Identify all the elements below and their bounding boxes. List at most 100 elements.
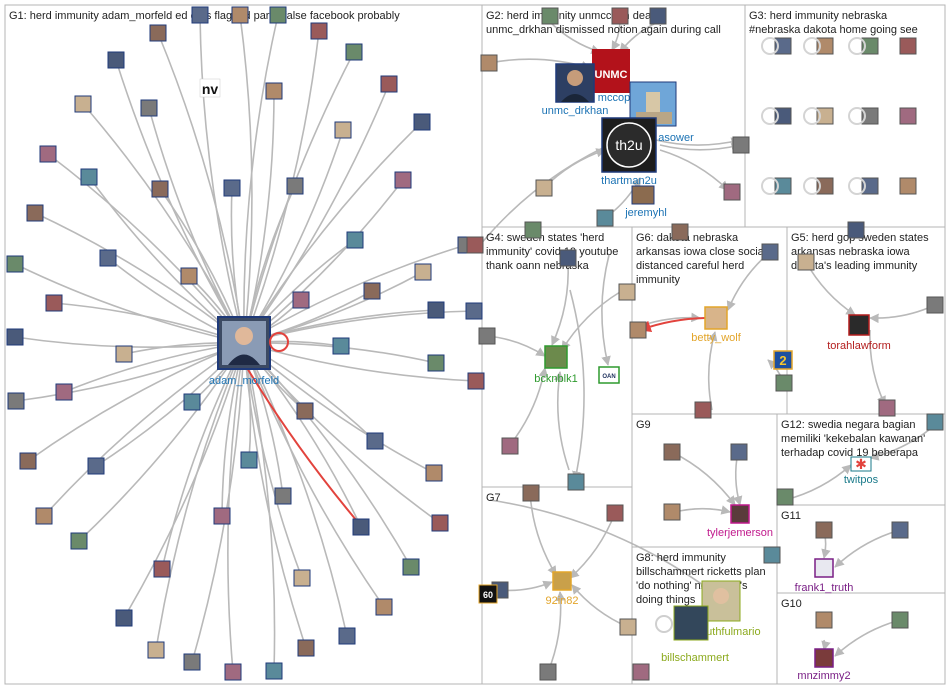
node-oan-badge[interactable]: OAN	[598, 366, 620, 384]
avatar-node[interactable]	[332, 337, 350, 355]
avatar-node[interactable]	[535, 179, 553, 197]
avatar-node[interactable]	[427, 301, 445, 319]
avatar-node[interactable]	[265, 82, 283, 100]
avatar-node[interactable]	[240, 451, 258, 469]
avatar-node[interactable]	[815, 521, 833, 539]
avatar-node[interactable]	[140, 99, 158, 117]
avatar-node[interactable]	[776, 488, 794, 506]
avatar-node[interactable]	[899, 107, 917, 125]
avatar-node[interactable]	[183, 653, 201, 671]
avatar-node[interactable]	[274, 487, 292, 505]
node-frank1-truth[interactable]	[814, 558, 834, 578]
avatar-node[interactable]	[559, 249, 577, 267]
avatar-node[interactable]	[629, 321, 647, 339]
avatar-node[interactable]	[618, 283, 636, 301]
avatar-node[interactable]	[224, 663, 242, 681]
avatar-node[interactable]	[147, 641, 165, 659]
avatar-node[interactable]	[774, 107, 792, 125]
avatar-node[interactable]	[183, 393, 201, 411]
avatar-node[interactable]	[345, 43, 363, 61]
avatar-node[interactable]	[501, 437, 519, 455]
avatar-node[interactable]	[663, 443, 681, 461]
avatar-node[interactable]	[107, 51, 125, 69]
avatar-node[interactable]	[394, 171, 412, 189]
avatar-node[interactable]	[606, 504, 624, 522]
node-adam-morfeld[interactable]	[217, 316, 289, 370]
node-billschammert[interactable]	[655, 605, 709, 641]
avatar-node[interactable]	[465, 302, 483, 320]
avatar-node[interactable]	[99, 249, 117, 267]
avatar-node[interactable]	[269, 6, 287, 24]
avatar-node[interactable]	[292, 291, 310, 309]
avatar-node[interactable]	[480, 54, 498, 72]
avatar-node[interactable]	[180, 267, 198, 285]
avatar-node[interactable]	[352, 518, 370, 536]
node-nv-logo[interactable]: nv	[199, 78, 221, 98]
avatar-node[interactable]	[55, 383, 73, 401]
avatar-node[interactable]	[730, 443, 748, 461]
avatar-node[interactable]	[761, 243, 779, 261]
avatar-node[interactable]	[375, 598, 393, 616]
avatar-node[interactable]	[861, 177, 879, 195]
avatar-node[interactable]	[847, 221, 865, 239]
avatar-node[interactable]	[816, 107, 834, 125]
avatar-node[interactable]	[861, 107, 879, 125]
avatar-node[interactable]	[891, 611, 909, 629]
avatar-node[interactable]	[6, 328, 24, 346]
node-unmc-logo[interactable]: UNMC	[592, 49, 630, 93]
avatar-node[interactable]	[467, 372, 485, 390]
avatar-node[interactable]	[286, 177, 304, 195]
avatar-node[interactable]	[899, 37, 917, 55]
avatar-node[interactable]	[815, 611, 833, 629]
avatar-node[interactable]	[6, 255, 24, 273]
avatar-node[interactable]	[425, 464, 443, 482]
avatar-node[interactable]	[265, 662, 283, 680]
node-thartman2u[interactable]: th2u	[601, 117, 657, 173]
avatar-node[interactable]	[774, 37, 792, 55]
avatar-node[interactable]	[694, 401, 712, 419]
avatar-node[interactable]	[861, 37, 879, 55]
avatar-node[interactable]	[74, 95, 92, 113]
node-jeremyhl[interactable]	[631, 185, 655, 205]
node-twitpos[interactable]: ✱	[850, 456, 872, 473]
avatar-node[interactable]	[466, 236, 484, 254]
avatar-node[interactable]	[891, 521, 909, 539]
avatar-node[interactable]	[26, 204, 44, 222]
avatar-node[interactable]	[763, 546, 781, 564]
avatar-node[interactable]	[151, 180, 169, 198]
avatar-node[interactable]	[649, 7, 667, 25]
avatar-node[interactable]	[87, 457, 105, 475]
avatar-node[interactable]	[39, 145, 57, 163]
avatar-node[interactable]	[899, 177, 917, 195]
avatar-node[interactable]	[334, 121, 352, 139]
avatar-node[interactable]	[414, 263, 432, 281]
avatar-node[interactable]	[153, 560, 171, 578]
avatar-node[interactable]	[663, 503, 681, 521]
node-bcknblk1[interactable]	[544, 345, 568, 369]
avatar-node[interactable]	[191, 6, 209, 24]
avatar-node[interactable]	[402, 558, 420, 576]
avatar-node[interactable]	[774, 177, 792, 195]
avatar-node[interactable]	[19, 452, 37, 470]
avatar-node[interactable]	[338, 627, 356, 645]
avatar-node[interactable]	[346, 231, 364, 249]
node-tylerjemerson[interactable]	[730, 504, 750, 524]
avatar-node[interactable]	[539, 663, 557, 681]
avatar-node[interactable]	[310, 22, 328, 40]
avatar-node[interactable]	[149, 24, 167, 42]
avatar-node[interactable]	[723, 183, 741, 201]
avatar-node[interactable]	[632, 663, 650, 681]
avatar-node[interactable]	[35, 507, 53, 525]
avatar-node[interactable]	[70, 532, 88, 550]
avatar-node[interactable]	[80, 168, 98, 186]
avatar-node[interactable]	[524, 221, 542, 239]
avatar-node[interactable]	[413, 113, 431, 131]
avatar-node[interactable]	[478, 327, 496, 345]
avatar-node[interactable]	[611, 7, 629, 25]
avatar-node[interactable]	[363, 282, 381, 300]
avatar-node[interactable]	[878, 399, 896, 417]
node-unmc-drkhan[interactable]	[555, 63, 595, 103]
avatar-node[interactable]	[926, 296, 944, 314]
avatar-node[interactable]	[619, 618, 637, 636]
avatar-node[interactable]	[297, 639, 315, 657]
